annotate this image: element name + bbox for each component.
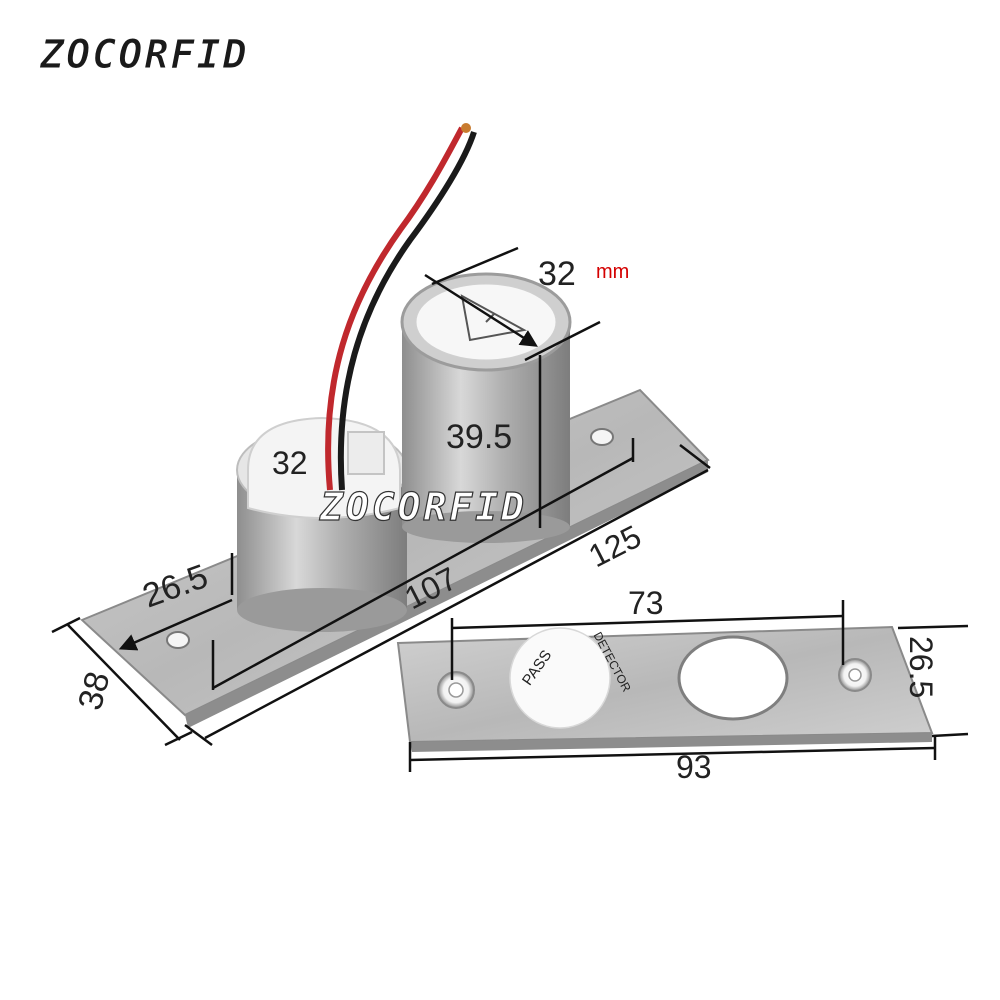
- dim-top-diameter: 32: [538, 255, 576, 293]
- dim-unit: mm: [596, 261, 629, 283]
- tall-cylinder: [400, 272, 572, 543]
- plate-hole-left: [166, 631, 190, 649]
- strike-bolt-hole: [677, 635, 789, 721]
- brand-watermark: ZOCORFID: [319, 485, 527, 529]
- wires: [325, 123, 477, 491]
- black-wire: [337, 131, 477, 491]
- brand-logo: ZOCORFID: [39, 32, 249, 78]
- dimension-lines: [51, 246, 711, 747]
- strike-plate: PASS DETECTOR: [396, 625, 934, 752]
- dim-cylinder-height: 39.5: [446, 418, 512, 456]
- red-wire: [325, 126, 465, 491]
- short-cylinder: 32: [236, 416, 408, 632]
- strike-dimension-lines: [408, 600, 969, 772]
- dim-strike-width: 26.5: [903, 636, 939, 698]
- pass-detector-sticker: [509, 627, 611, 729]
- dim-strike-length: 93: [676, 749, 712, 785]
- dim-plate-depth: 38: [71, 668, 117, 714]
- plate-hole-right: [590, 428, 614, 446]
- block-dimension-label: 32: [272, 445, 308, 481]
- dim-strike-hole-spacing: 73: [628, 585, 664, 621]
